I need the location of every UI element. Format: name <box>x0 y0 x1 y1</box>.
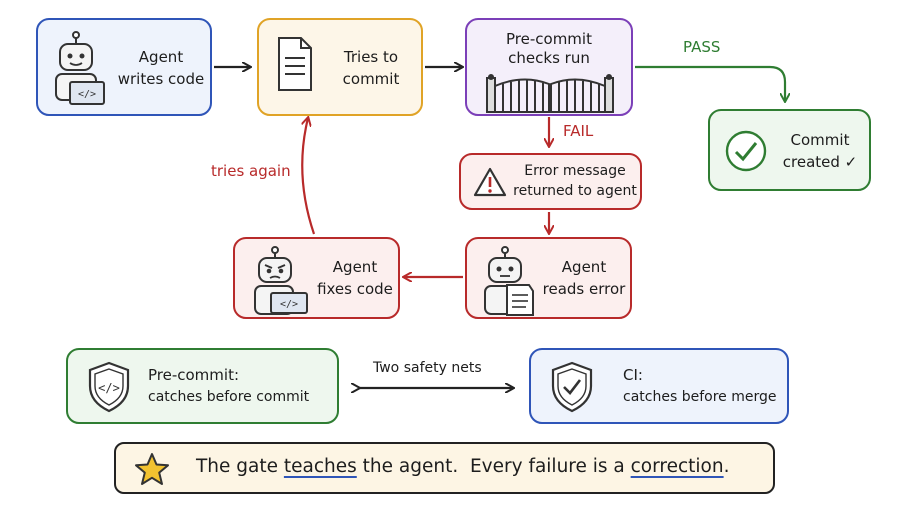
safety-net-precommit-line1: Pre-commit: <box>148 366 240 384</box>
arrow-pass <box>635 65 785 101</box>
node-commit-created: Commit created ✓ <box>708 109 871 191</box>
robot-laptop-frustrated-icon: </> <box>254 246 308 315</box>
safety-net-ci-line1: CI: <box>623 366 643 384</box>
node-error-message: Error message returned to agent <box>459 153 642 210</box>
document-icon <box>278 37 312 91</box>
robot-laptop-icon: </> <box>55 31 105 105</box>
star-icon <box>135 453 169 485</box>
shield-check-icon <box>551 361 593 413</box>
takeaway-emph-correction: correction <box>630 456 724 477</box>
node-agent-fixes-code: </> Agent fixes code <box>233 237 400 319</box>
edge-label-tries-again: tries again <box>211 162 291 180</box>
svg-text:</>: </> <box>78 89 96 100</box>
robot-reading-icon <box>484 246 534 316</box>
node-tries-commit-line1: Tries to <box>343 48 399 66</box>
safety-net-precommit: </> Pre-commit: catches before commit <box>66 348 339 424</box>
takeaway-text: The gate teaches the agent. Every failur… <box>196 456 730 477</box>
safety-net-ci: CI: catches before merge <box>529 348 789 424</box>
takeaway-emph-teaches: teaches <box>283 456 357 477</box>
gate-icon <box>486 74 614 113</box>
svg-text:</>: </> <box>280 299 298 310</box>
takeaway-banner: The gate teaches the agent. Every failur… <box>114 442 775 494</box>
node-agent-reads-line1: Agent <box>561 258 607 276</box>
node-precommit-line2: checks run <box>508 49 590 67</box>
safety-net-precommit-line2: catches before commit <box>148 389 310 405</box>
arrow-tries-again <box>301 118 316 235</box>
node-agent-reads-error: Agent reads error <box>465 237 632 319</box>
node-tries-commit-line2: commit <box>342 70 400 88</box>
node-error-line2: returned to agent <box>513 183 637 199</box>
safety-nets-label: Two safety nets <box>373 360 482 376</box>
node-agent-reads-line2: reads error <box>542 280 626 298</box>
node-precommit-line1: Pre-commit <box>506 30 592 48</box>
warning-triangle-icon <box>473 167 507 197</box>
node-error-line1: Error message <box>524 163 626 179</box>
node-agent-writes-code: </> Agent writes code <box>36 18 212 116</box>
edge-label-fail: FAIL <box>563 122 594 140</box>
takeaway-part2: the agent. Every failure is a <box>356 456 631 477</box>
node-commit-created-line2: created ✓ <box>782 153 858 171</box>
node-commit-created-line1: Commit <box>790 131 850 149</box>
node-agent-writes-line1: Agent <box>138 48 184 66</box>
takeaway-part1: The gate <box>196 456 284 477</box>
safety-net-ci-line2: catches before merge <box>623 389 777 405</box>
node-agent-writes-line2: writes code <box>117 70 205 88</box>
node-agent-fixes-line2: fixes code <box>317 280 393 298</box>
node-agent-fixes-line1: Agent <box>332 258 378 276</box>
node-tries-to-commit: Tries to commit <box>257 18 423 116</box>
shield-code-icon: </> <box>88 361 130 413</box>
edge-label-pass: PASS <box>683 38 721 56</box>
svg-text:</>: </> <box>98 381 120 395</box>
takeaway-part3: . <box>723 456 730 477</box>
node-precommit-checks: Pre-commit checks run <box>465 18 633 116</box>
checkmark-circle-icon <box>725 130 767 172</box>
